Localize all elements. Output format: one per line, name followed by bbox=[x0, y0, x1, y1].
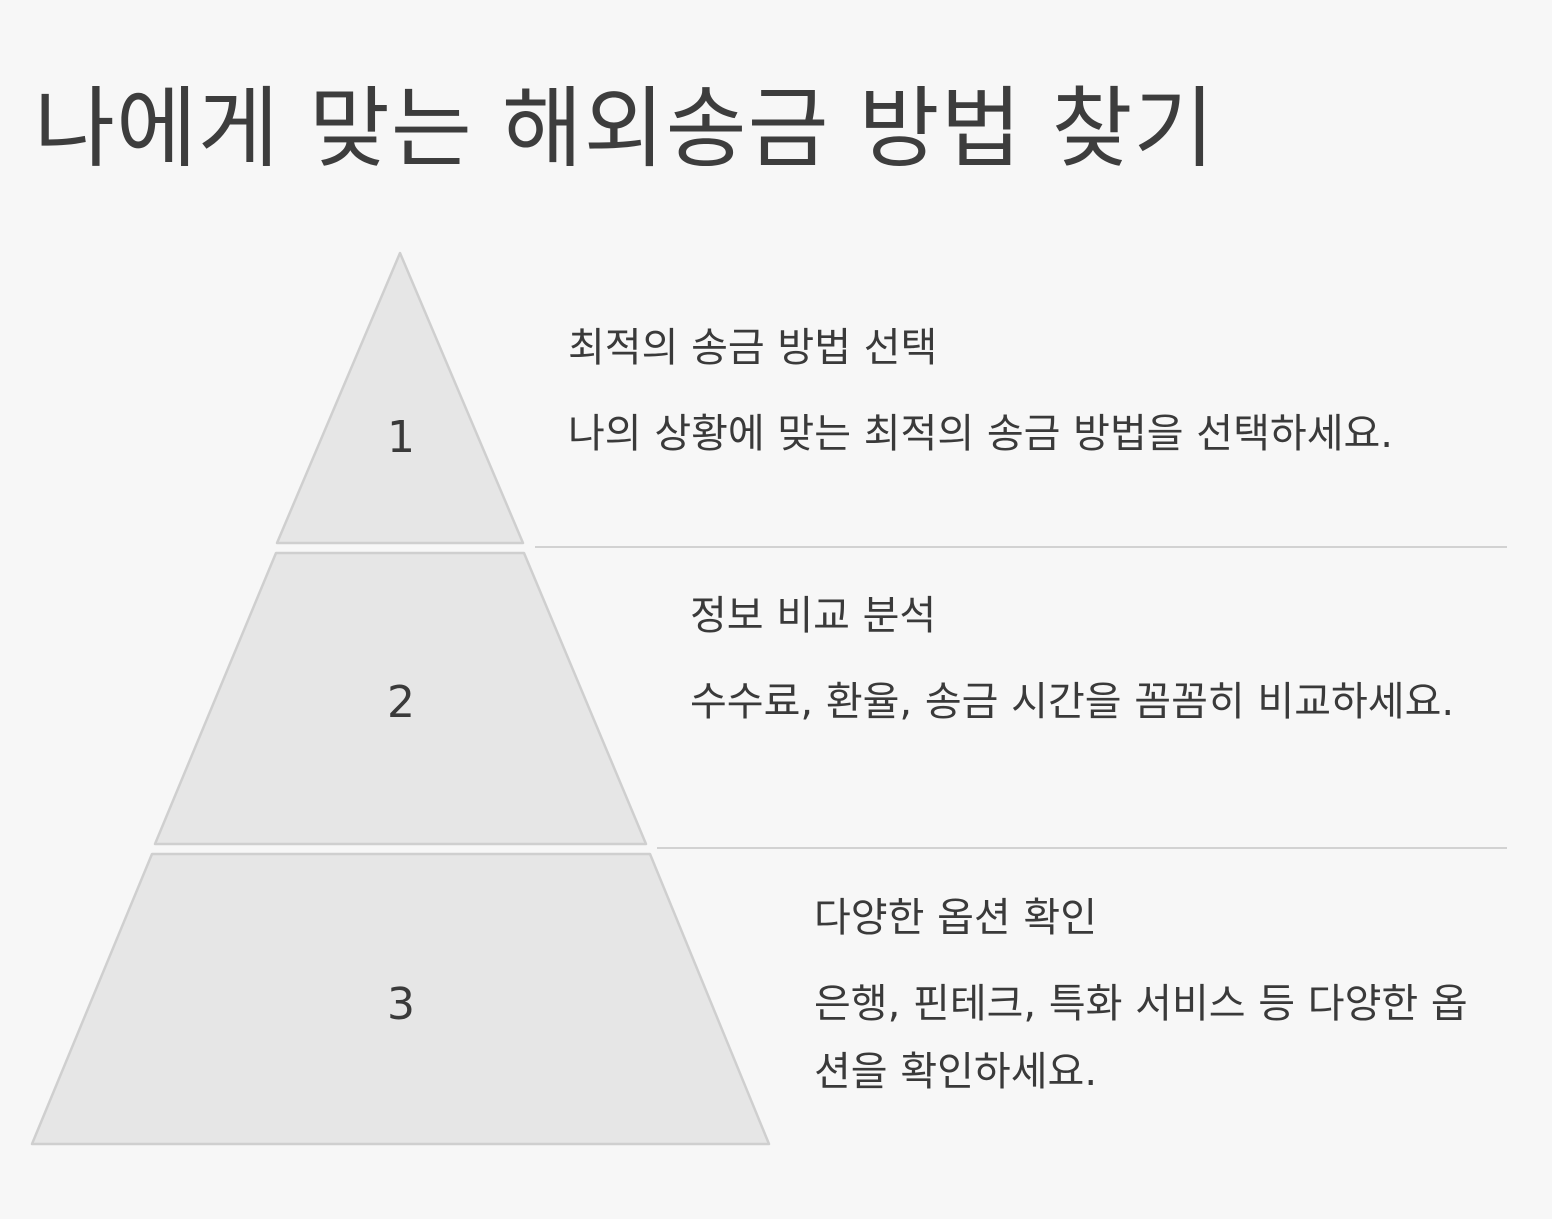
pyramid-tier-1-shape bbox=[275, 251, 525, 545]
tier-2-heading: 정보 비교 분석 bbox=[690, 593, 937, 639]
tier-2-text-block: 정보 비교 분석 수수료, 환율, 송금 시간을 꼼꼼히 비교하세요. bbox=[690, 592, 1470, 736]
tier-3-heading: 다양한 옵션 확인 bbox=[814, 895, 1098, 941]
tier-2-description: 수수료, 환율, 송금 시간을 꼼꼼히 비교하세요. bbox=[690, 679, 1455, 725]
pyramid-tier-2-number: 2 bbox=[387, 677, 415, 728]
tier-1-description: 나의 상황에 맞는 최적의 송금 방법을 선택하세요. bbox=[568, 411, 1394, 457]
pyramid-tier-1-number: 1 bbox=[387, 412, 415, 463]
tier-1-heading: 최적의 송금 방법 선택 bbox=[568, 325, 938, 371]
pyramid-tier-3-shape bbox=[30, 852, 771, 1146]
tier-3-text-block: 다양한 옵션 확인 은행, 핀테크, 특화 서비스 등 다양한 옵션을 확인하세… bbox=[814, 894, 1474, 1106]
divider-line-2 bbox=[657, 847, 1507, 849]
pyramid-tier-3: 3 bbox=[30, 852, 771, 1146]
page-title: 나에게 맞는 해외송금 방법 찾기 bbox=[34, 77, 1216, 180]
pyramid-tier-3-number: 3 bbox=[387, 979, 415, 1030]
tier-1-text-block: 최적의 송금 방법 선택 나의 상황에 맞는 최적의 송금 방법을 선택하세요. bbox=[568, 324, 1508, 468]
pyramid-tier-2-shape bbox=[153, 551, 648, 846]
pyramid-tier-1: 1 bbox=[275, 251, 525, 545]
pyramid-tier-2: 2 bbox=[153, 551, 648, 846]
divider-line-1 bbox=[535, 546, 1507, 548]
tier-3-description: 은행, 핀테크, 특화 서비스 등 다양한 옵션을 확인하세요. bbox=[814, 981, 1468, 1095]
